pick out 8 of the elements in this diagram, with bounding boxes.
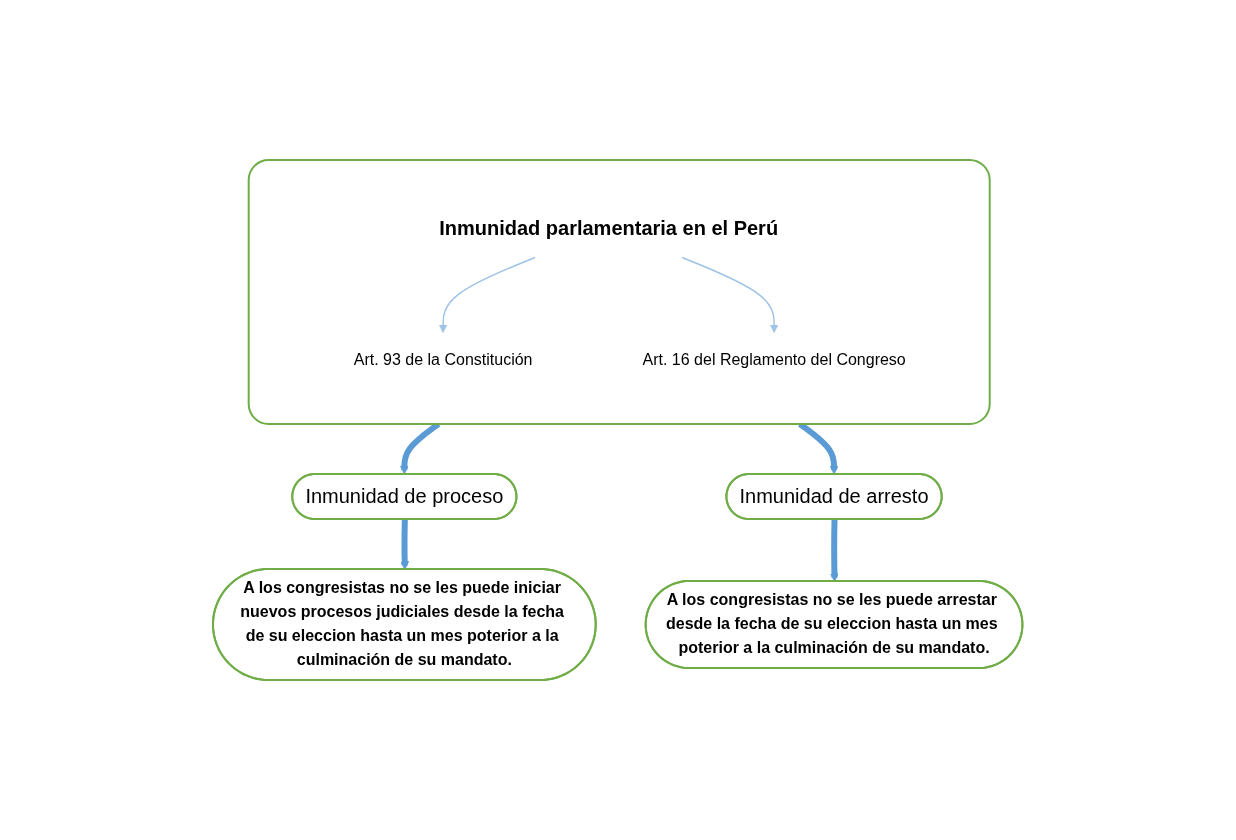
arrow	[681, 256, 779, 333]
node-text: Art. 93 de la Constitución	[354, 350, 533, 368]
node-text: Inmunidad parlamentaria en el Perú	[439, 216, 779, 239]
cluster	[248, 159, 991, 425]
arrow	[400, 519, 410, 570]
node-text: Art. 16 del Reglamento del Congreso	[642, 350, 907, 368]
arrow	[830, 519, 840, 582]
arrow	[439, 256, 537, 333]
